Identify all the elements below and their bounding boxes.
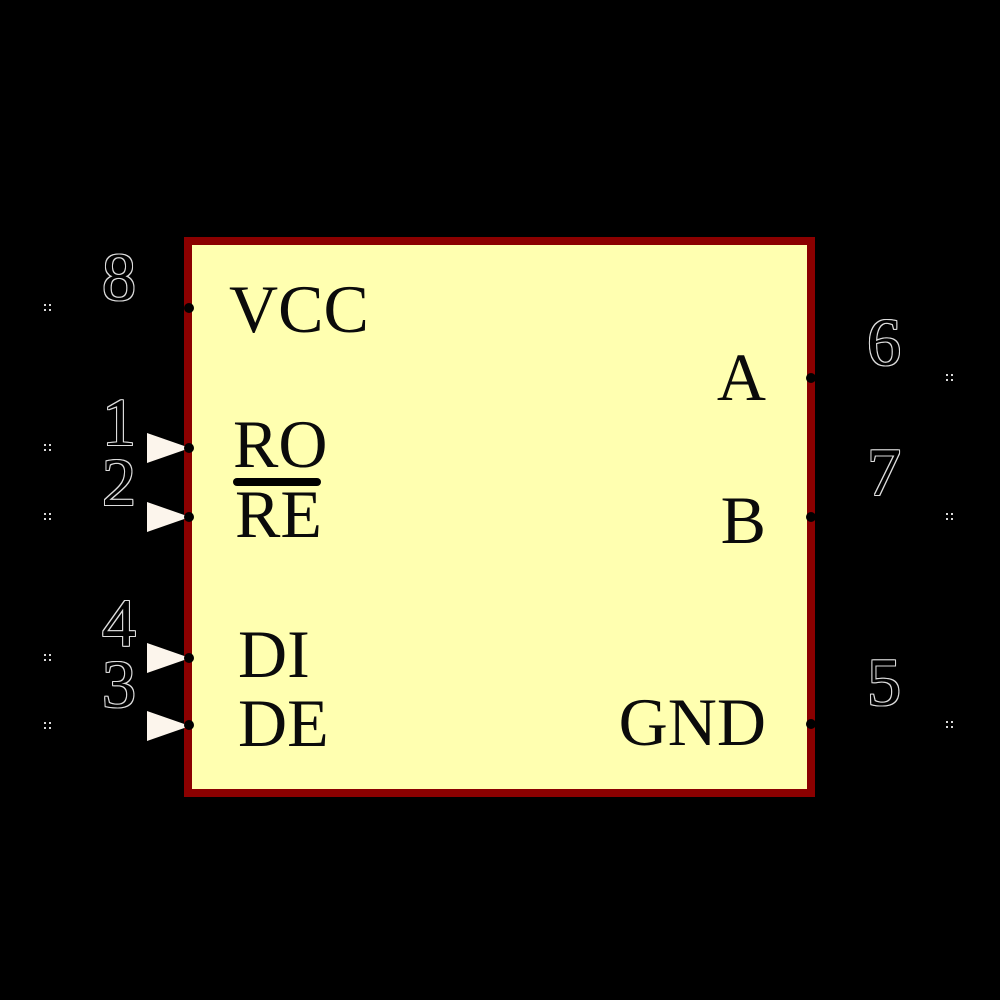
pin-3-stem[interactable] (50, 724, 184, 727)
pin-8-stem[interactable] (50, 306, 184, 309)
pin-6-name-label: A (716, 339, 766, 415)
pin-6-connection-dot (806, 373, 816, 383)
pin-1-stem[interactable] (50, 446, 184, 449)
pin-5-connection-dot (806, 719, 816, 729)
pin-8-name-label: VCC (229, 271, 369, 347)
pin-3-connection-dot (184, 720, 194, 730)
pin-4-number-label: 4 (102, 585, 136, 661)
pin-8-number-label: 8 (102, 239, 136, 315)
pin-7-stem[interactable] (815, 515, 948, 518)
pin-5-endpoint-marker (946, 721, 948, 723)
pin-3-name-label: DE (238, 685, 329, 761)
pin-5-name-label: GND (618, 684, 766, 760)
pin-5-number-label: 5 (867, 644, 901, 720)
pin-1-endpoint-marker (44, 444, 46, 446)
pin-2-number-label: 2 (102, 444, 136, 520)
pin-4-stem[interactable] (50, 656, 184, 659)
pin-4-connection-dot (184, 653, 194, 663)
pin-1-number-label: 1 (102, 384, 136, 460)
pin-4-endpoint-marker (44, 654, 46, 656)
pin-2-connection-dot (184, 512, 194, 522)
pin-1-triangle-icon[interactable] (147, 433, 190, 463)
pin-7-name-label: B (720, 482, 766, 558)
pin-6-stem[interactable] (815, 376, 948, 379)
pin-3-number-label: 3 (102, 646, 136, 722)
pin-2-triangle-icon[interactable] (147, 502, 190, 532)
pin-6-number-label: 6 (867, 304, 901, 380)
pin-8-endpoint-marker (44, 304, 46, 306)
pin-7-connection-dot (806, 512, 816, 522)
pin-2-endpoint-marker (44, 513, 46, 515)
symbol-body[interactable] (184, 237, 815, 797)
pin-7-endpoint-marker (946, 513, 948, 515)
pin-2-active-low-overline (233, 478, 321, 486)
pin-5-stem[interactable] (815, 723, 948, 726)
pin-1-connection-dot (184, 443, 194, 453)
pin-2-name-label: RE (235, 476, 322, 552)
pin-1-name-label: RO (233, 406, 328, 482)
pin-4-name-label: DI (238, 616, 310, 692)
pin-3-endpoint-marker (44, 722, 46, 724)
pin-3-triangle-icon[interactable] (147, 711, 190, 741)
pin-8-connection-dot (184, 303, 194, 313)
pin-7-number-label: 7 (867, 434, 901, 510)
pin-2-stem[interactable] (50, 515, 184, 518)
pin-6-endpoint-marker (946, 374, 948, 376)
pin-4-triangle-icon[interactable] (147, 643, 190, 673)
